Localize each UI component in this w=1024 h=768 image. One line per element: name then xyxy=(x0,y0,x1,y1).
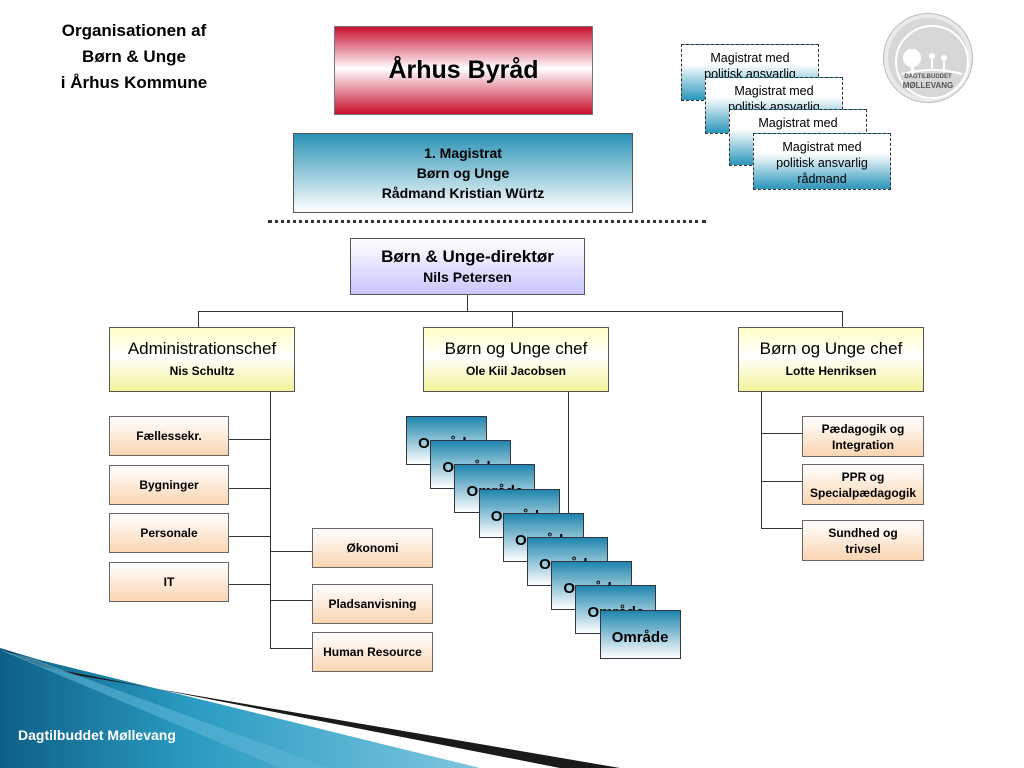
connector-line xyxy=(229,488,270,489)
admin-unit-box: Økonomi xyxy=(312,528,433,568)
connector-line xyxy=(467,295,468,312)
magistrate-box-line: Magistrat med xyxy=(710,51,790,65)
connector-line xyxy=(229,439,270,440)
admin-chief-box: Administrationschef Nis Schultz xyxy=(109,327,295,392)
chief-box-center: Børn og Unge chef Ole Kiil Jacobsen xyxy=(423,327,609,392)
admin-unit-label: Bygninger xyxy=(139,478,199,492)
magistrate-box: Magistrat med politisk ansvarlig rådmand xyxy=(753,133,891,190)
specialist-unit-label: PPR og xyxy=(841,469,885,484)
page-title-line: Organisationen af xyxy=(61,21,207,40)
connector-line xyxy=(761,528,802,529)
logo-text: MØLLEVANG xyxy=(902,81,954,90)
admin-unit-box: Personale xyxy=(109,513,229,553)
connector-line xyxy=(512,311,513,327)
admin-unit-box: Pladsanvisning xyxy=(312,584,433,624)
admin-chief-title: Administrationschef xyxy=(127,338,277,358)
mollevang-logo: DAGTILBUDDET MØLLEVANG xyxy=(884,14,972,102)
specialist-unit-box: PPR og Specialpædagogik xyxy=(802,464,924,505)
chief-name: Lotte Henriksen xyxy=(785,363,877,378)
director-box: Børn & Unge-direktør Nils Petersen xyxy=(350,238,585,295)
magistrat-line: Rådmand Kristian Würtz xyxy=(381,185,545,201)
admin-unit-label: IT xyxy=(163,575,175,589)
magistrate-box-line: Magistrat med xyxy=(758,116,838,130)
tree-icon xyxy=(895,25,969,99)
city-council-box: Århus Byråd xyxy=(334,26,593,115)
magistrat-line: Børn og Unge xyxy=(416,165,510,181)
page-title-line: i Århus Kommune xyxy=(60,73,208,92)
admin-unit-label: Fællessekr. xyxy=(136,429,202,443)
connector-line xyxy=(229,584,270,585)
chief-box-right: Børn og Unge chef Lotte Henriksen xyxy=(738,327,924,392)
connector-line xyxy=(198,311,199,327)
specialist-unit-label: Integration xyxy=(832,437,894,452)
page-title: Organisationen af Børn & Unge i Århus Ko… xyxy=(20,18,248,96)
specialist-unit-label: trivsel xyxy=(845,541,881,556)
admin-unit-label: Pladsanvisning xyxy=(328,597,417,611)
admin-unit-box: Fællessekr. xyxy=(109,416,229,456)
dotted-divider xyxy=(268,220,706,223)
connector-line xyxy=(761,433,802,434)
specialist-unit-label: Pædagogik og xyxy=(821,421,905,436)
footer-text: Dagtilbuddet Møllevang xyxy=(18,727,176,743)
connector-line xyxy=(270,551,312,552)
footer-band xyxy=(0,648,620,768)
connector-line xyxy=(229,536,270,537)
admin-unit-box: IT xyxy=(109,562,229,602)
connector-line xyxy=(761,392,762,528)
magistrate-box-line: politisk ansvarlig xyxy=(776,156,868,170)
connector-line xyxy=(270,392,271,649)
admin-chief-name: Nis Schultz xyxy=(169,363,235,378)
magistrat-line: 1. Magistrat xyxy=(424,145,502,161)
connector-line xyxy=(842,311,843,327)
admin-unit-box: Human Resource xyxy=(312,632,433,672)
chief-title: Børn og Unge chef xyxy=(759,338,903,358)
chief-title: Børn og Unge chef xyxy=(444,338,588,358)
director-name: Nils Petersen xyxy=(423,268,512,285)
magistrate-box-line: rådmand xyxy=(797,172,847,186)
logo-text: DAGTILBUDDET xyxy=(904,74,952,80)
specialist-unit-label: Sundhed og xyxy=(828,525,898,540)
admin-unit-label: Personale xyxy=(140,526,198,540)
omrade-box: Område xyxy=(599,609,681,659)
admin-unit-label: Human Resource xyxy=(323,645,422,659)
specialist-unit-box: Sundhed og trivsel xyxy=(802,520,924,561)
city-council-label: Århus Byråd xyxy=(388,56,539,84)
magistrate-box-line: Magistrat med xyxy=(782,140,862,154)
admin-unit-label: Økonomi xyxy=(346,541,399,555)
connector-line xyxy=(761,481,802,482)
connector-line xyxy=(198,311,843,312)
specialist-unit-label: Specialpædagogik xyxy=(809,485,917,500)
director-title: Børn & Unge-direktør xyxy=(381,246,554,266)
connector-line xyxy=(568,392,569,522)
admin-unit-box: Bygninger xyxy=(109,465,229,505)
page-title-line: Børn & Unge xyxy=(82,47,186,66)
connector-line xyxy=(270,648,312,649)
connector-line xyxy=(270,600,312,601)
chief-name: Ole Kiil Jacobsen xyxy=(465,363,567,378)
magistrat-box: 1. Magistrat Børn og Unge Rådmand Kristi… xyxy=(293,133,633,213)
specialist-unit-box: Pædagogik og Integration xyxy=(802,416,924,457)
magistrate-box-line: Magistrat med xyxy=(734,84,814,98)
